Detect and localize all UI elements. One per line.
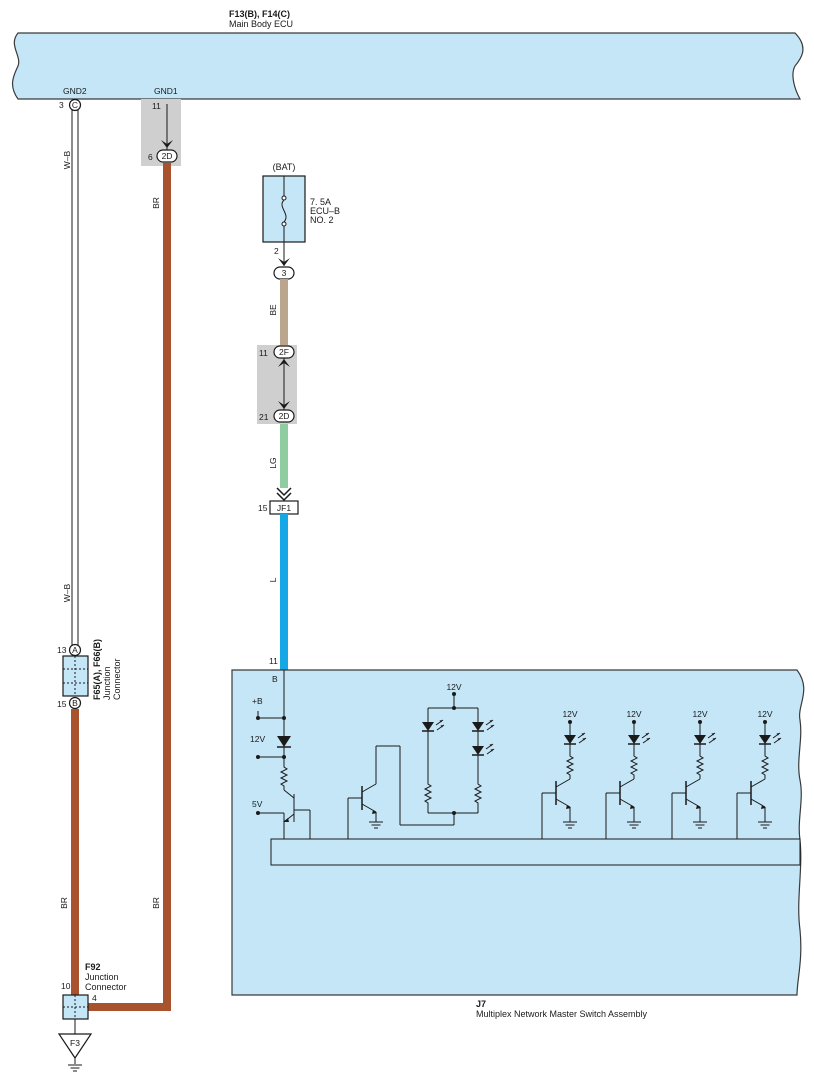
wire-br-right-lower-label: BR: [151, 897, 161, 909]
f65-title: F65(A), F66(B): [92, 639, 102, 700]
connector-2d-left-label: 2D: [162, 151, 173, 161]
connector-2d-mid-label: 2D: [279, 411, 290, 421]
wire-br-left-lower-label: BR: [59, 897, 69, 909]
connector-2d-mid: [273, 409, 295, 423]
double-chevron-icon: [276, 487, 292, 502]
main-body-ecu: [11, 32, 804, 100]
fuse-source: (BAT): [273, 162, 296, 172]
wire-br-right: [88, 163, 171, 1011]
wire-lg-label: LG: [268, 457, 278, 468]
conn-2d-left-pin: 6: [148, 152, 153, 162]
j7-conn: B: [272, 674, 278, 684]
j7-assembly: [231, 669, 805, 996]
connector-c-label: C: [72, 100, 78, 110]
v12-1-label: 12V: [562, 709, 577, 719]
f92-line2: Connector: [85, 982, 127, 992]
f92-pin-right: 4: [92, 993, 97, 1003]
f65-line2: Connector: [112, 658, 122, 700]
v12-2-label: 12V: [626, 709, 641, 719]
fuse-name1: ECU–B: [310, 206, 340, 216]
connector-2d-left: [156, 149, 178, 163]
gnd1-pin: 11: [152, 101, 161, 111]
conn-2d-mid-pin: 21: [259, 412, 269, 422]
indicator-circuit-2: [605, 720, 651, 839]
supply-circuit: [256, 670, 311, 839]
j7-pin: 11: [269, 656, 278, 666]
f65-pin-a: 13: [57, 645, 67, 655]
fuse-name2: NO. 2: [310, 215, 334, 225]
wire-wb-lower-label: W–B: [62, 583, 72, 602]
wire-l-label: L: [268, 577, 278, 582]
led-driver-circuit: [347, 692, 495, 839]
jf1-pin: 15: [258, 503, 268, 513]
connector-2f-label: 2F: [279, 347, 289, 357]
ground-label: F3: [70, 1038, 80, 1048]
junction-connector-f65: [62, 655, 89, 697]
internal-bus: [270, 838, 801, 866]
indicator-circuit-1: [541, 720, 587, 839]
arrow-down-icon: [278, 258, 290, 266]
j7-subtitle: Multiplex Network Master Switch Assembly: [476, 1009, 648, 1019]
indicator-circuit-3: [671, 720, 717, 839]
arrow-up-icon: [278, 359, 290, 367]
ecu-title: F13(B), F14(C): [229, 9, 290, 19]
connector-b-label: B: [72, 698, 78, 708]
connector-3-label: 3: [282, 268, 287, 278]
connector-a-label: A: [72, 645, 78, 655]
wire-be-label: BE: [268, 304, 278, 316]
connector-b: [68, 696, 82, 710]
arrow-down-icon: [161, 140, 173, 148]
v5-label: 5V: [252, 799, 263, 809]
f92-pin-left: 10: [61, 981, 71, 991]
gnd2-pin: 3: [59, 100, 64, 110]
connector-jf1-label: JF1: [277, 503, 291, 513]
v12-b-label: 12V: [446, 682, 461, 692]
j7-title: J7: [476, 999, 486, 1009]
wire-br-upper-label: BR: [151, 197, 161, 209]
plus-b-label: +B: [252, 696, 263, 706]
f65-pin-b: 15: [57, 699, 67, 709]
wire-lg: [280, 424, 288, 488]
wire-wb: [71, 109, 79, 646]
gnd2-label: GND2: [63, 86, 87, 96]
wire-be: [280, 279, 288, 345]
conn-2f-pin: 11: [259, 348, 268, 358]
v12-a-label: 12V: [250, 734, 265, 744]
f92-line1: Junction: [85, 972, 119, 982]
v12-3-label: 12V: [692, 709, 707, 719]
f65-line1: Junction: [102, 666, 112, 700]
indicator-circuit-4: [736, 720, 782, 839]
f92-title: F92: [85, 962, 101, 972]
wire-wb-upper-label: W–B: [62, 150, 72, 169]
fuse-icon: [262, 175, 306, 243]
fuse-rating: 7. 5A: [310, 197, 331, 207]
junction-connector-f92: [62, 994, 89, 1020]
ecu-subtitle: Main Body ECU: [229, 19, 293, 29]
v12-4-label: 12V: [757, 709, 772, 719]
wire-br-left: [71, 709, 79, 996]
ground-icon: [57, 1033, 93, 1072]
arrow-down-icon: [278, 401, 290, 409]
gnd1-label: GND1: [154, 86, 178, 96]
fuse-pin: 2: [274, 246, 279, 256]
connector-c: [68, 98, 82, 112]
wire-l: [280, 514, 288, 670]
